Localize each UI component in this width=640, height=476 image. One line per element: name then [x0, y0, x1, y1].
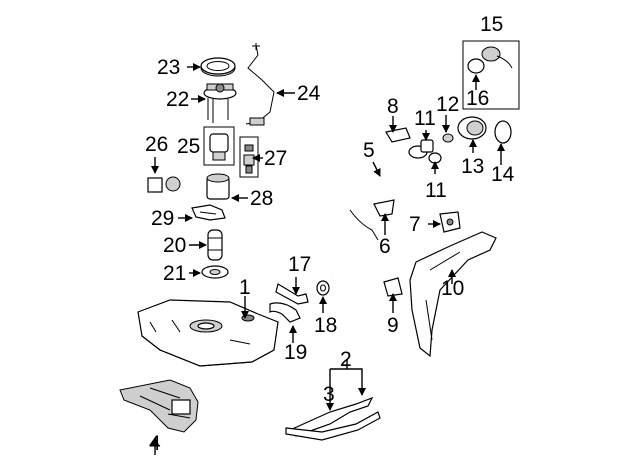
support-bracket-part — [385, 127, 411, 143]
callout-10: 10 — [441, 277, 465, 300]
sender-unit-part — [147, 176, 181, 193]
fuel-filter-part — [209, 133, 229, 161]
callout-28: 28 — [250, 187, 274, 210]
callout-2: 2 — [340, 348, 352, 371]
gasket-part — [494, 120, 512, 144]
fuel-pump-part — [207, 229, 223, 261]
callout-25: 25 — [177, 135, 201, 158]
callout-20: 20 — [163, 234, 187, 257]
callout-15: 15 — [480, 13, 504, 36]
callout-6: 6 — [379, 235, 391, 258]
filler-bracket-part — [373, 199, 395, 217]
callout-26: 26 — [145, 133, 169, 156]
callout-16: 16 — [466, 87, 490, 110]
strainer-part — [201, 265, 229, 279]
callout-18: 18 — [314, 314, 338, 337]
callout-13: 13 — [461, 155, 485, 178]
fuel-tank-part — [137, 299, 279, 367]
lock-ring-part — [200, 57, 236, 77]
callout-8: 8 — [387, 95, 399, 118]
callout-11-lower: 11 — [425, 179, 447, 202]
callout-5: 5 — [363, 139, 375, 162]
callout-3: 3 — [323, 383, 335, 406]
callout-24: 24 — [297, 82, 321, 105]
mount-bracket-part — [439, 211, 461, 233]
callout-27: 27 — [264, 147, 288, 170]
callout-17: 17 — [288, 253, 312, 276]
pressure-regulator-part — [243, 144, 255, 174]
callout-22: 22 — [166, 88, 190, 111]
pump-housing-part — [206, 173, 230, 200]
callout-9: 9 — [387, 314, 399, 337]
callout-29: 29 — [151, 207, 175, 230]
callout-7: 7 — [409, 213, 421, 236]
tank-strap-part — [285, 396, 381, 441]
vent-hose-part — [269, 283, 309, 323]
hose-clamp-part — [316, 280, 330, 296]
pump-bracket-part — [203, 83, 237, 123]
callout-19: 19 — [284, 341, 308, 364]
callout-12: 12 — [436, 93, 460, 116]
callout-14: 14 — [491, 163, 515, 186]
fuel-line-part — [245, 43, 275, 126]
callout-11-upper: 11 — [414, 107, 436, 130]
filler-support-part — [409, 231, 497, 358]
clip-part — [383, 277, 403, 297]
heat-shield-part — [119, 379, 199, 433]
bracket-part — [191, 204, 226, 221]
callout-23: 23 — [157, 56, 181, 79]
callout-4: 4 — [149, 432, 161, 455]
callout-1: 1 — [239, 276, 251, 299]
callout-21: 21 — [163, 262, 187, 285]
filler-housing-part — [457, 116, 487, 140]
fuel-cap-part — [467, 46, 513, 74]
